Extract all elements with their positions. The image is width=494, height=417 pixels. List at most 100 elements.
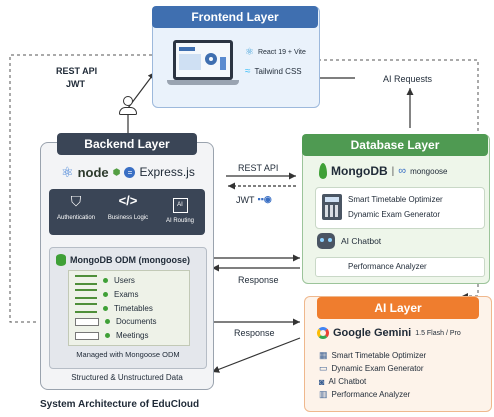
collection-documents: Documents bbox=[75, 317, 156, 326]
rest-api-label-top: REST API bbox=[56, 66, 98, 76]
bar-chart-icon: ▥ bbox=[319, 389, 328, 399]
mongoose-label: mongoose bbox=[410, 166, 448, 176]
db-feature-chatbot: AI Chatbot bbox=[341, 236, 382, 246]
database-layer: Database Layer MongoDB | ∞ mongoose Smar… bbox=[302, 134, 490, 284]
ai-layer: AI Layer Google Gemini 1.5 Flash / Pro ▦… bbox=[304, 296, 492, 412]
express-label: Express.js bbox=[139, 165, 195, 179]
odm-title: MongoDB ODM (mongoose) bbox=[70, 255, 190, 265]
diagram-caption: System Architecture of EduCloud bbox=[40, 399, 200, 410]
document-icon bbox=[75, 317, 99, 326]
bullet-icon bbox=[103, 305, 108, 311]
ai-feature-row: ▥ Performance Analyzer bbox=[319, 388, 489, 401]
gemini-version: 1.5 Flash / Pro bbox=[415, 329, 461, 337]
collection-meetings-label: Meetings bbox=[116, 331, 149, 340]
jwt-token-icon: ▪▪◉ bbox=[257, 194, 272, 204]
collection-exams: Exams bbox=[75, 289, 138, 299]
mongodb-leaf-icon bbox=[319, 163, 327, 179]
odm-title-row: MongoDB ODM (mongoose) bbox=[56, 254, 204, 266]
ai-feature-performance: Performance Analyzer bbox=[331, 390, 411, 399]
ai-layer-title: AI Layer bbox=[317, 297, 479, 319]
mongodb-label: MongoDB bbox=[331, 164, 388, 178]
db-feature-chatbot-row: AI Chatbot bbox=[317, 233, 381, 249]
bullet-icon bbox=[105, 333, 110, 338]
database-layer-title: Database Layer bbox=[302, 134, 488, 156]
module-ai-routing: AI AI Routing bbox=[155, 193, 205, 224]
collections-panel: Users Exams Timetables Documents Meeting bbox=[68, 270, 190, 346]
backend-layer-title: Backend Layer bbox=[57, 133, 197, 155]
ai-features-list: ▦ Smart Timetable Optimizer ▭ Dynamic Ex… bbox=[319, 349, 489, 401]
ai-chip-icon: AI bbox=[172, 198, 188, 213]
building-icon: ▦ bbox=[319, 350, 328, 360]
react-icon: ⚛ bbox=[245, 47, 254, 58]
atom-icon: ⚛ bbox=[61, 163, 74, 180]
monitor-icon: ▭ bbox=[319, 363, 328, 373]
module-business-logic-label: Business Logic bbox=[107, 215, 149, 221]
jwt-label: JWT bbox=[236, 194, 255, 205]
divider: | bbox=[391, 165, 395, 177]
rest-api-label: REST API bbox=[238, 163, 279, 173]
node-express-row: ⚛ node ⬢ = Express.js bbox=[61, 163, 211, 181]
mongodb-row: MongoDB | ∞ mongoose bbox=[319, 163, 447, 179]
ai-feature-row: ▭ Dynamic Exam Generator bbox=[319, 362, 489, 375]
response-db-label: Response bbox=[238, 275, 279, 285]
node-label: node bbox=[77, 164, 109, 180]
db-features-top: Smart Timetable Optimizer Dynamic Exam G… bbox=[315, 187, 485, 229]
react-label: React 19 + Vite bbox=[257, 49, 306, 56]
backend-layer: Backend Layer ⚛ node ⬢ = Express.js ⛉ Au… bbox=[40, 133, 214, 390]
user-icon bbox=[118, 96, 138, 116]
collection-exams-label: Exams bbox=[114, 289, 139, 299]
chat-icon: ◙ bbox=[319, 376, 325, 387]
list-icon bbox=[75, 275, 97, 285]
data-note: Structured & Unstructured Data bbox=[71, 373, 183, 382]
bullet-icon bbox=[105, 319, 110, 324]
frontend-layer-title: Frontend Layer bbox=[152, 6, 318, 28]
frontend-layer: Frontend Layer ⚛ React 19 + Vite ≈ Tailw… bbox=[152, 6, 320, 108]
collection-timetables-label: Timetables bbox=[114, 303, 153, 313]
module-business-logic: </> Business Logic bbox=[103, 193, 153, 221]
response-ai-label: Response bbox=[234, 328, 275, 338]
ai-feature-timetable: Smart Timetable Optimizer bbox=[331, 351, 427, 360]
meeting-icon bbox=[75, 331, 99, 340]
list-icon bbox=[75, 303, 97, 313]
jwt-label-top: JWT bbox=[66, 79, 85, 89]
module-authentication: ⛉ Authentication bbox=[51, 193, 101, 221]
gemini-row: Google Gemini 1.5 Flash / Pro bbox=[317, 327, 461, 339]
database-icon bbox=[56, 254, 66, 266]
db-feature-exam: Dynamic Exam Generator bbox=[348, 210, 441, 219]
code-icon: </> bbox=[118, 193, 138, 208]
collection-users: Users bbox=[75, 275, 135, 285]
jwt-row: JWT ▪▪◉ bbox=[236, 194, 272, 205]
collection-documents-label: Documents bbox=[116, 317, 157, 326]
robot-icon bbox=[317, 233, 335, 249]
module-ai-routing-label: AI Routing bbox=[165, 218, 195, 224]
node-hexagon-icon: ⬢ bbox=[112, 166, 121, 177]
ai-feature-row: ◙ AI Chatbot bbox=[319, 375, 489, 388]
gemini-label: Google Gemini bbox=[333, 327, 412, 339]
frontend-tech-list: ⚛ React 19 + Vite ≈ Tailwind CSS bbox=[245, 47, 317, 77]
db-feature-performance: Performance Analyzer bbox=[348, 262, 427, 271]
collection-users-label: Users bbox=[114, 275, 135, 285]
collection-timetables: Timetables bbox=[75, 303, 153, 313]
tailwind-icon: ≈ bbox=[245, 66, 251, 77]
mongoose-icon: ∞ bbox=[398, 165, 407, 177]
odm-block: MongoDB ODM (mongoose) Users Exams Timet… bbox=[49, 247, 207, 369]
express-icon: = bbox=[124, 166, 136, 178]
db-feature-timetable: Smart Timetable Optimizer bbox=[348, 195, 443, 204]
module-authentication-label: Authentication bbox=[56, 215, 96, 221]
db-feature-performance-row: Performance Analyzer bbox=[315, 257, 485, 277]
google-icon bbox=[317, 327, 329, 339]
dashed-frontend-ai-line bbox=[9, 54, 152, 323]
ai-requests-label: AI Requests bbox=[380, 74, 436, 84]
backend-modules-box: ⛉ Authentication </> Business Logic AI A… bbox=[49, 189, 205, 235]
tailwind-label: Tailwind CSS bbox=[254, 67, 302, 76]
bullet-icon bbox=[103, 277, 108, 283]
shield-icon: ⛉ bbox=[70, 193, 82, 209]
list-icon bbox=[75, 289, 97, 299]
managed-note: Managed with Mongoose ODM bbox=[76, 350, 180, 359]
laptop-icon bbox=[167, 40, 239, 92]
bullet-icon bbox=[103, 291, 108, 297]
collection-meetings: Meetings bbox=[75, 331, 148, 340]
response-ai-arrow bbox=[211, 337, 301, 373]
ai-feature-row: ▦ Smart Timetable Optimizer bbox=[319, 349, 489, 362]
ai-feature-chatbot: AI Chatbot bbox=[328, 377, 367, 386]
